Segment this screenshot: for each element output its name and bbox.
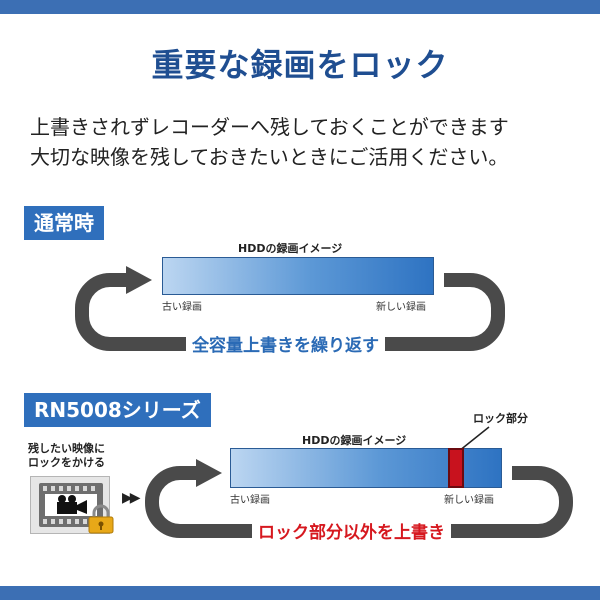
lock-part-label: ロック部分 bbox=[473, 412, 528, 425]
series-section-label: RN5008シリーズ bbox=[24, 393, 211, 427]
bottom-banner-bar bbox=[0, 586, 600, 600]
normal-new-label: 新しい録画 bbox=[376, 302, 426, 313]
normal-hdd-bar bbox=[162, 257, 434, 295]
normal-old-label: 古い録画 bbox=[162, 302, 202, 313]
video-camera-icon bbox=[57, 495, 87, 514]
play-arrows-icon: ▶▶ bbox=[122, 490, 140, 506]
normal-section-label: 通常時 bbox=[24, 206, 104, 240]
description: 上書きされずレコーダーへ残しておくことができます 大切な映像を残しておきたいとき… bbox=[30, 112, 590, 172]
description-line-2: 大切な映像を残しておきたいときにご活用ください。 bbox=[30, 145, 509, 169]
lock-part-pointer bbox=[458, 426, 490, 452]
page-title: 重要な録画をロック bbox=[151, 46, 449, 84]
series-loop-text: ロック部分以外を上書き bbox=[252, 518, 451, 543]
series-bar-caption: HDDの録画イメージ bbox=[302, 434, 407, 447]
normal-loop-arrowhead bbox=[126, 266, 152, 294]
padlock-icon bbox=[88, 504, 114, 534]
normal-loop-text: 全容量上書きを繰り返す bbox=[186, 331, 385, 356]
top-banner-bar bbox=[0, 0, 600, 14]
lock-note: 残したい映像に ロックをかける bbox=[28, 442, 105, 470]
normal-bar-caption: HDDの録画イメージ bbox=[238, 242, 343, 255]
lock-note-line-2: ロックをかける bbox=[28, 456, 105, 469]
series-old-label: 古い録画 bbox=[230, 495, 270, 506]
description-line-1: 上書きされずレコーダーへ残しておくことができます bbox=[30, 115, 509, 139]
series-loop-arrowhead bbox=[196, 459, 222, 487]
lock-note-line-1: 残したい映像に bbox=[28, 442, 105, 455]
series-new-label: 新しい録画 bbox=[444, 495, 494, 506]
locked-recording-block bbox=[448, 448, 464, 488]
